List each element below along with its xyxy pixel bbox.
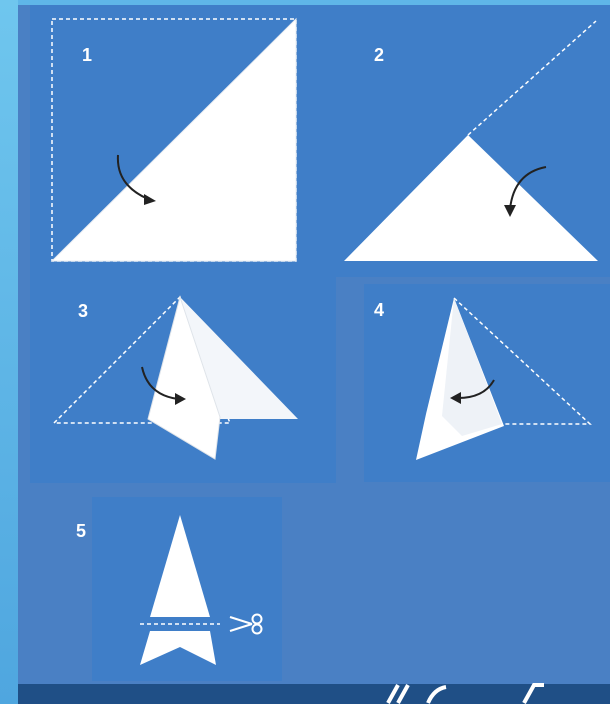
scissors-icon <box>230 615 262 634</box>
step-1-illustration <box>30 5 336 277</box>
fold-guide <box>468 21 596 135</box>
paper-triangle <box>344 135 598 261</box>
left-edge-strip <box>0 0 18 704</box>
step-5-number: 5 <box>76 521 86 542</box>
step-5-illustration <box>92 497 282 681</box>
step-3-number: 3 <box>78 301 88 322</box>
step-4-panel: 4 <box>364 284 610 482</box>
paper-bottom-part <box>140 631 216 665</box>
brand-logo-fragment <box>384 681 584 704</box>
step-4-number: 4 <box>374 300 384 321</box>
step-1-panel: 1 <box>30 5 336 277</box>
step-2-number: 2 <box>374 45 384 66</box>
step-2-panel: 2 <box>336 5 610 277</box>
step-3-illustration <box>30 277 336 483</box>
step-5-panel: 5 <box>92 497 282 681</box>
step-4-illustration <box>364 284 610 482</box>
step-3-panel: 3 <box>30 277 336 483</box>
step-1-number: 1 <box>82 45 92 66</box>
paper-top-part <box>150 515 210 617</box>
